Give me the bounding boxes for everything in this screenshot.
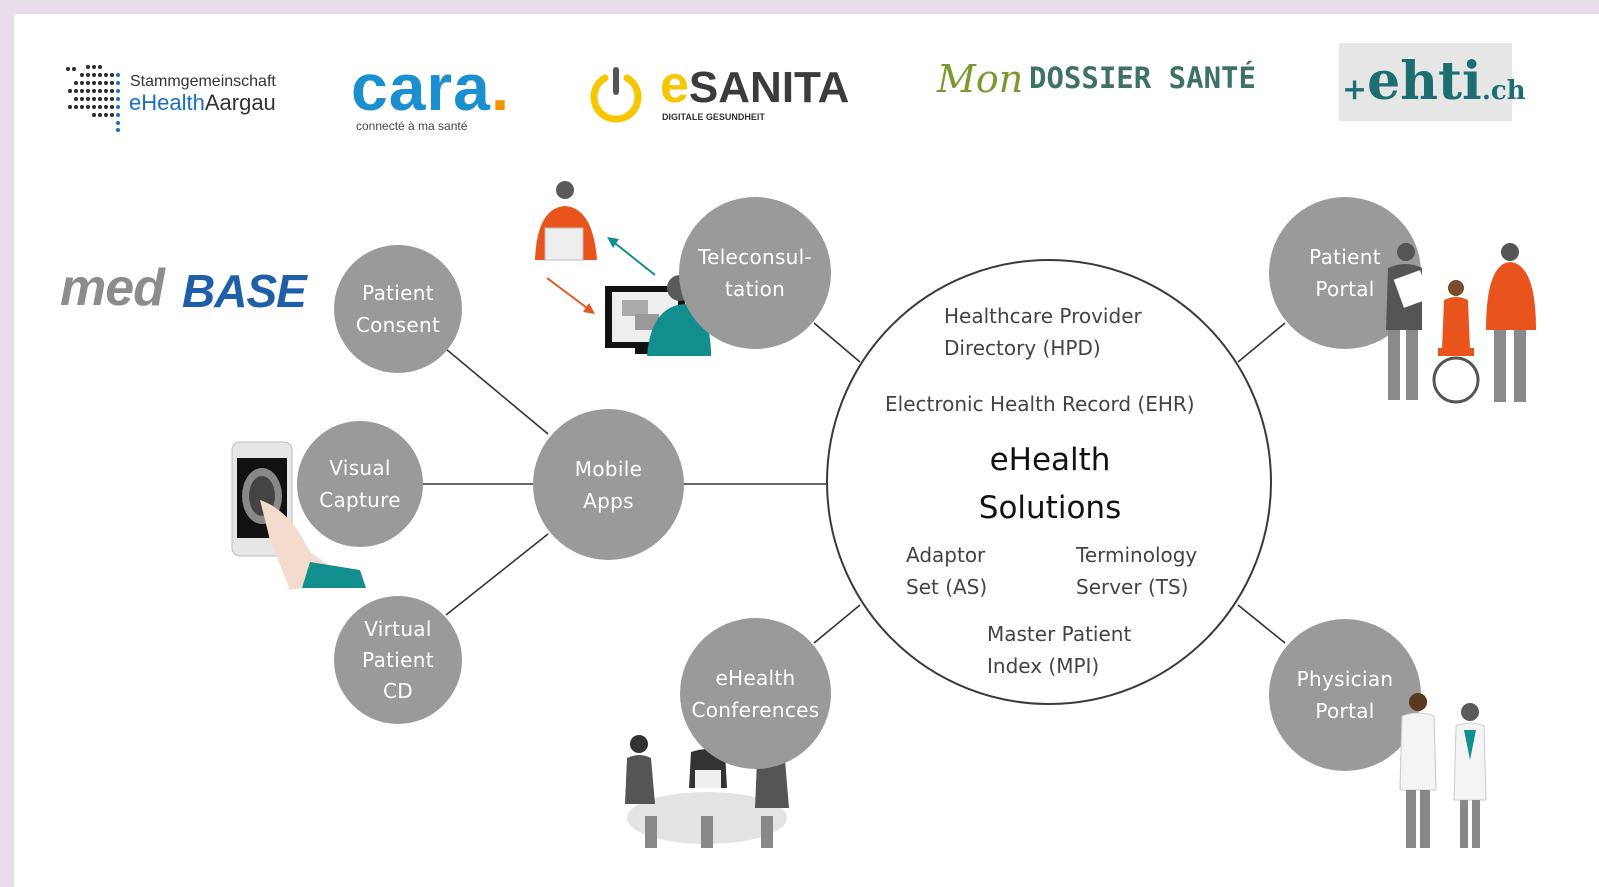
node-label-line: Portal [1315,699,1375,723]
node-label-line: tation [724,277,786,301]
hub-ehr: Electronic Health Record (EHR) [885,392,1195,416]
ehti-name: ehti [1367,51,1482,112]
ehti-tld: .ch [1481,76,1526,106]
line-tele-hub [813,322,861,363]
esanita-e: e [660,56,689,114]
line-cd-mobile [445,533,549,616]
teleconsultation-illustration [535,181,711,356]
aargau-line2: eHealthAargau [129,90,276,116]
node-patient-consent: Patient Consent [334,245,462,373]
logo-mon-dossier-sante: Mon DOSSIER SANTÉ [937,55,1257,105]
node-label-line: Consent [355,313,441,337]
hub-hpd-line: Directory (HPD) [944,336,1101,360]
logo-esanita: eSANITA DIGITALE GESUNDHEIT [586,59,866,130]
cara-dot: . [490,50,511,124]
dossier-sante-text: DOSSIER SANTÉ [1029,61,1256,95]
hub-adaptor-set: Adaptor Set (AS) [906,539,987,603]
hub-title-line: Solutions [978,490,1122,526]
node-label-line: Virtual [364,616,432,641]
physician-figure-overlay [1399,693,1437,848]
node-teleconsultation: Teleconsul- tation [679,197,831,349]
esanita-tagline: DIGITALE GESUNDHEIT [662,112,765,122]
logo-ehealth-aargau: Stammgemeinschaft eHealthAargau [62,63,302,133]
node-physician-portal: Physician Portal [1269,619,1421,771]
ehealth-solutions-hub [826,259,1272,705]
hub-title-line: eHealth [989,442,1111,478]
smartphone-scan-illustration [231,441,366,590]
hub-hpd-line: Healthcare Provider [944,304,1142,328]
hub-ts-line: Server (TS) [1076,575,1189,599]
hub-as-line: Set (AS) [906,575,988,599]
aargau-line1: Stammgemeinschaft [130,73,276,90]
cara-name: cara [351,50,491,124]
hub-mpi: Master Patient Index (MPI) [987,618,1131,682]
node-label-line: Visual [329,456,391,480]
hub-as-line: Adaptor [906,543,986,567]
node-label-line: eHealth [715,665,796,690]
node-label-line: Capture [319,488,401,512]
node-label-line: Patient [1309,245,1381,269]
node-label-line: Portal [1315,277,1375,301]
node-label-line: Physician [1296,667,1394,691]
hub-terminology-server: Terminology Server (TS) [1076,539,1197,603]
ehti-plus: + [1342,72,1368,107]
logo-medbase: med BASE [60,258,310,318]
node-label-line: Conferences [691,697,820,722]
mon-script: Mon [937,57,1024,101]
aargau-ehealth: eHealth [129,90,205,115]
line-conf-hub [813,604,861,644]
cara-tagline: connecté à ma santé [356,119,468,133]
line-hub-patientportal [1237,322,1286,363]
medbase-base: BASE [182,265,307,317]
hub-mpi-line: Master Patient [987,622,1132,646]
node-label-line: Teleconsul- [697,245,813,269]
aargau-dots-icon [66,65,120,132]
node-mobile-apps: Mobile Apps [533,409,684,560]
node-ehealth-conferences: eHealth Conferences [680,618,831,769]
hub-hpd: Healthcare Provider Directory (HPD) [944,300,1142,364]
node-label-line: Patient [362,647,434,672]
node-label-line: Apps [583,488,634,513]
medbase-med: med [60,259,165,317]
line-hub-physicianportal [1237,604,1286,644]
node-visual-capture: Visual Capture [297,421,423,547]
hub-title: eHealth Solutions [950,436,1150,532]
node-virtual-patient-cd: Virtual Patient CD [334,596,462,724]
logo-ehti: +ehti.ch [1339,43,1526,121]
line-consent-mobile [445,348,549,435]
logo-cara: cara. connecté à ma santé [351,52,541,137]
hub-mpi-line: Index (MPI) [987,654,1100,678]
patients-figures-overlay [1386,243,1431,400]
hub-ts-line: Terminology [1076,543,1198,567]
node-label-line: Patient [362,281,434,305]
node-label-line: Mobile [574,456,643,481]
esanita-name: SANITA [688,63,850,112]
power-icon [590,67,642,123]
aargau-aargau: Aargau [204,90,276,115]
node-label-line: CD [383,678,413,703]
